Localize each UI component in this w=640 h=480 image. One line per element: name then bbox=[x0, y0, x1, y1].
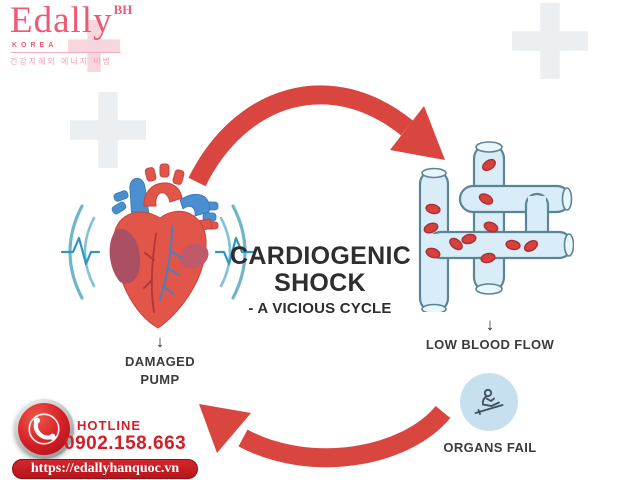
stage-damaged-pump: ↓ DAMAGED PUMP bbox=[108, 333, 212, 389]
brand-tagline: 건강지혜의 에너지 비법 bbox=[10, 57, 113, 66]
diagram-title-block: CARDIOGENIC SHOCK - A VICIOUS CYCLE bbox=[230, 242, 412, 317]
cycle-arrow-bottom bbox=[199, 404, 451, 468]
down-arrow: ↓ bbox=[155, 332, 165, 351]
red-blood-cells bbox=[423, 158, 539, 264]
stage-label: ORGANS FAIL bbox=[443, 440, 537, 455]
stage-label: LOW BLOOD FLOW bbox=[425, 337, 555, 352]
diagram-title: CARDIOGENIC SHOCK bbox=[230, 242, 412, 297]
edally-logo: EdallyBH KOREA 건강지혜의 에너지 비법 bbox=[10, 0, 133, 72]
heart-illustration bbox=[60, 163, 255, 329]
stage-label: DAMAGED PUMP bbox=[125, 354, 195, 388]
blood-vessels-illustration bbox=[418, 141, 574, 312]
phone-icon bbox=[18, 403, 70, 455]
brand-mark: BH bbox=[113, 2, 133, 17]
brand-divider bbox=[11, 52, 121, 53]
plus-icon bbox=[68, 20, 120, 72]
diagram-subtitle: - A VICIOUS CYCLE bbox=[248, 300, 392, 317]
plus-icon bbox=[512, 3, 588, 79]
brand-name: Edally bbox=[10, 0, 113, 41]
down-arrow: ↓ bbox=[485, 315, 495, 334]
stage-organs-fail: ORGANS FAIL bbox=[429, 436, 551, 457]
brand-country: KOREA bbox=[12, 42, 58, 49]
stage-low-blood-flow: ↓ LOW BLOOD FLOW bbox=[406, 316, 574, 354]
hotline-number[interactable]: 0902.158.663 bbox=[64, 433, 187, 454]
heart-shape bbox=[109, 163, 219, 329]
hotline-label: HOTLINE bbox=[77, 418, 142, 433]
hotline-phone-badge bbox=[14, 399, 74, 459]
patient-in-bed-icon bbox=[460, 373, 518, 431]
heartbeat-waves-icon bbox=[60, 204, 255, 300]
website-link[interactable]: https://edallyhanquoc.vn bbox=[12, 459, 198, 479]
plus-icon bbox=[70, 92, 146, 168]
